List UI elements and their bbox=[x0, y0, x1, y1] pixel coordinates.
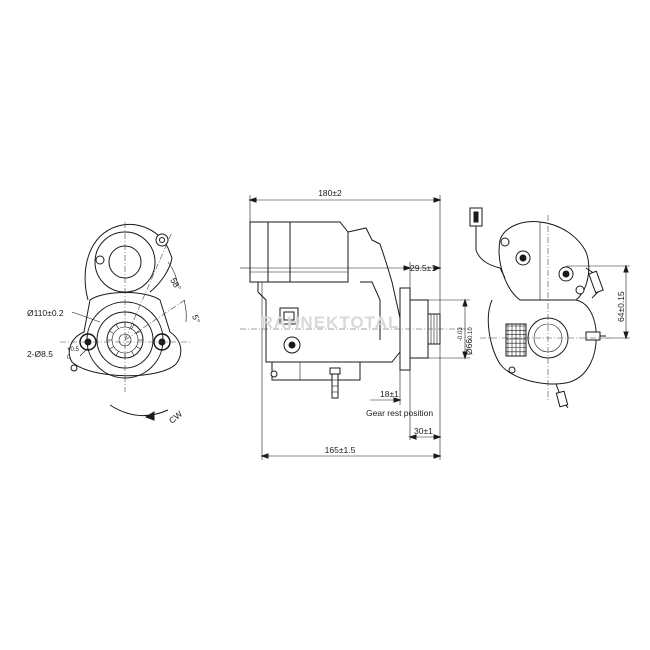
front-small-boss bbox=[95, 255, 105, 265]
side-terminal-stud bbox=[288, 341, 296, 349]
label-angle-b: 5° bbox=[190, 313, 202, 324]
label-hole-diameter: 2-Ø8.5 bbox=[27, 349, 53, 359]
front-view: Ø110±0.2 2-Ø8.5 +0.5 0 58° 5° CW bbox=[27, 222, 202, 426]
front-small-hole bbox=[70, 364, 78, 372]
side-connector-inner bbox=[283, 311, 295, 321]
label-pilot-diameter: Ø66 bbox=[464, 339, 474, 355]
arrow-pilot-bottom bbox=[462, 351, 468, 360]
arrow-pinion-left bbox=[408, 434, 417, 440]
label-flange-offset: 29.5±1 bbox=[410, 263, 436, 273]
arrow-height-bottom bbox=[623, 331, 629, 340]
label-flange-diameter: Ø110±0.2 bbox=[27, 308, 64, 318]
pinion-tooth bbox=[131, 324, 135, 329]
rear-solenoid-cap bbox=[498, 221, 590, 301]
label-angle-a: 58° bbox=[168, 276, 183, 292]
rear-terminal-left bbox=[515, 250, 531, 266]
arrow-length-right bbox=[433, 197, 442, 203]
label-rotation: CW bbox=[167, 409, 184, 426]
label-pilot-tol-lower: -0.10 bbox=[468, 327, 474, 341]
front-angle-ray-2 bbox=[124, 299, 186, 341]
rear-wire bbox=[475, 226, 506, 279]
pinion-tooth bbox=[136, 330, 141, 334]
rear-lower-screw bbox=[508, 366, 516, 374]
arrow-length-left bbox=[248, 197, 257, 203]
side-drive-housing bbox=[257, 227, 401, 363]
arrow-rest bbox=[393, 397, 402, 403]
front-angle-ray-1 bbox=[124, 231, 173, 341]
rear-lower-boot bbox=[555, 390, 569, 408]
pinion-tooth bbox=[136, 346, 141, 350]
side-housing-rib bbox=[360, 281, 381, 340]
rear-stud-nut bbox=[585, 331, 601, 341]
side-lower-body bbox=[271, 362, 361, 381]
front-mount-lug-hole bbox=[159, 237, 165, 243]
label-overall-length: 180±2 bbox=[318, 188, 342, 198]
label-gear-rest: Gear rest position bbox=[366, 408, 433, 418]
rear-small-terminal bbox=[500, 237, 510, 247]
leader-flange-diameter bbox=[71, 311, 101, 323]
side-terminal-boss bbox=[283, 336, 301, 354]
side-view: 180±2 29.5±1 Ø66 -0.03 -0.10 18±1 Gear r… bbox=[240, 188, 474, 460]
pinion-tooth bbox=[115, 324, 119, 329]
pinion-tooth bbox=[109, 330, 114, 334]
arrow-body-left bbox=[260, 453, 269, 459]
watermark: RAHNEKTOTAL bbox=[261, 313, 400, 332]
rear-wire-plug-pin bbox=[473, 211, 479, 223]
rear-lead-boot bbox=[588, 270, 604, 294]
arrow-pinion-right bbox=[433, 434, 442, 440]
pinion-tooth bbox=[109, 346, 114, 350]
front-inner-boss bbox=[108, 245, 142, 279]
pinion-tooth bbox=[115, 351, 119, 356]
cw-arrow-head bbox=[144, 411, 155, 421]
front-angle-arc-1 bbox=[167, 261, 179, 287]
label-pilot-tol-upper: -0.03 bbox=[458, 327, 464, 341]
rear-grommet-knurl bbox=[506, 324, 526, 356]
leader-hole-diameter bbox=[79, 347, 89, 357]
rear-terminal-left-stud bbox=[519, 254, 527, 262]
label-hole-tol-upper: +0.5 bbox=[67, 347, 80, 353]
pinion-tooth bbox=[131, 351, 135, 356]
rear-terminal-right-stud bbox=[562, 270, 570, 278]
rear-main-housing bbox=[487, 299, 597, 385]
label-pinion-length: 30±1 bbox=[414, 426, 433, 436]
side-bolt-head bbox=[329, 367, 341, 375]
arrow-body-right bbox=[433, 453, 442, 459]
arrow-height-top bbox=[623, 264, 629, 273]
arrow-offset-left bbox=[403, 265, 412, 271]
rear-terminal-right bbox=[558, 266, 574, 282]
label-hole-tol-lower: 0 bbox=[67, 355, 71, 361]
cw-arrow-arc bbox=[109, 404, 169, 416]
side-motor-body bbox=[249, 221, 349, 283]
label-pinion-rest: 18±1 bbox=[380, 389, 399, 399]
rear-small-screw bbox=[575, 285, 585, 295]
arrow-offset-right bbox=[433, 265, 442, 271]
label-body-length: 165±1.5 bbox=[325, 445, 356, 455]
front-housing-outline bbox=[84, 224, 173, 301]
side-small-screw bbox=[270, 370, 278, 378]
label-height: 64±0.15 bbox=[616, 291, 626, 322]
arrow-pilot-top bbox=[462, 298, 468, 307]
front-angle-arc-2 bbox=[183, 299, 187, 323]
rear-view: 64±0.15 bbox=[469, 207, 630, 409]
